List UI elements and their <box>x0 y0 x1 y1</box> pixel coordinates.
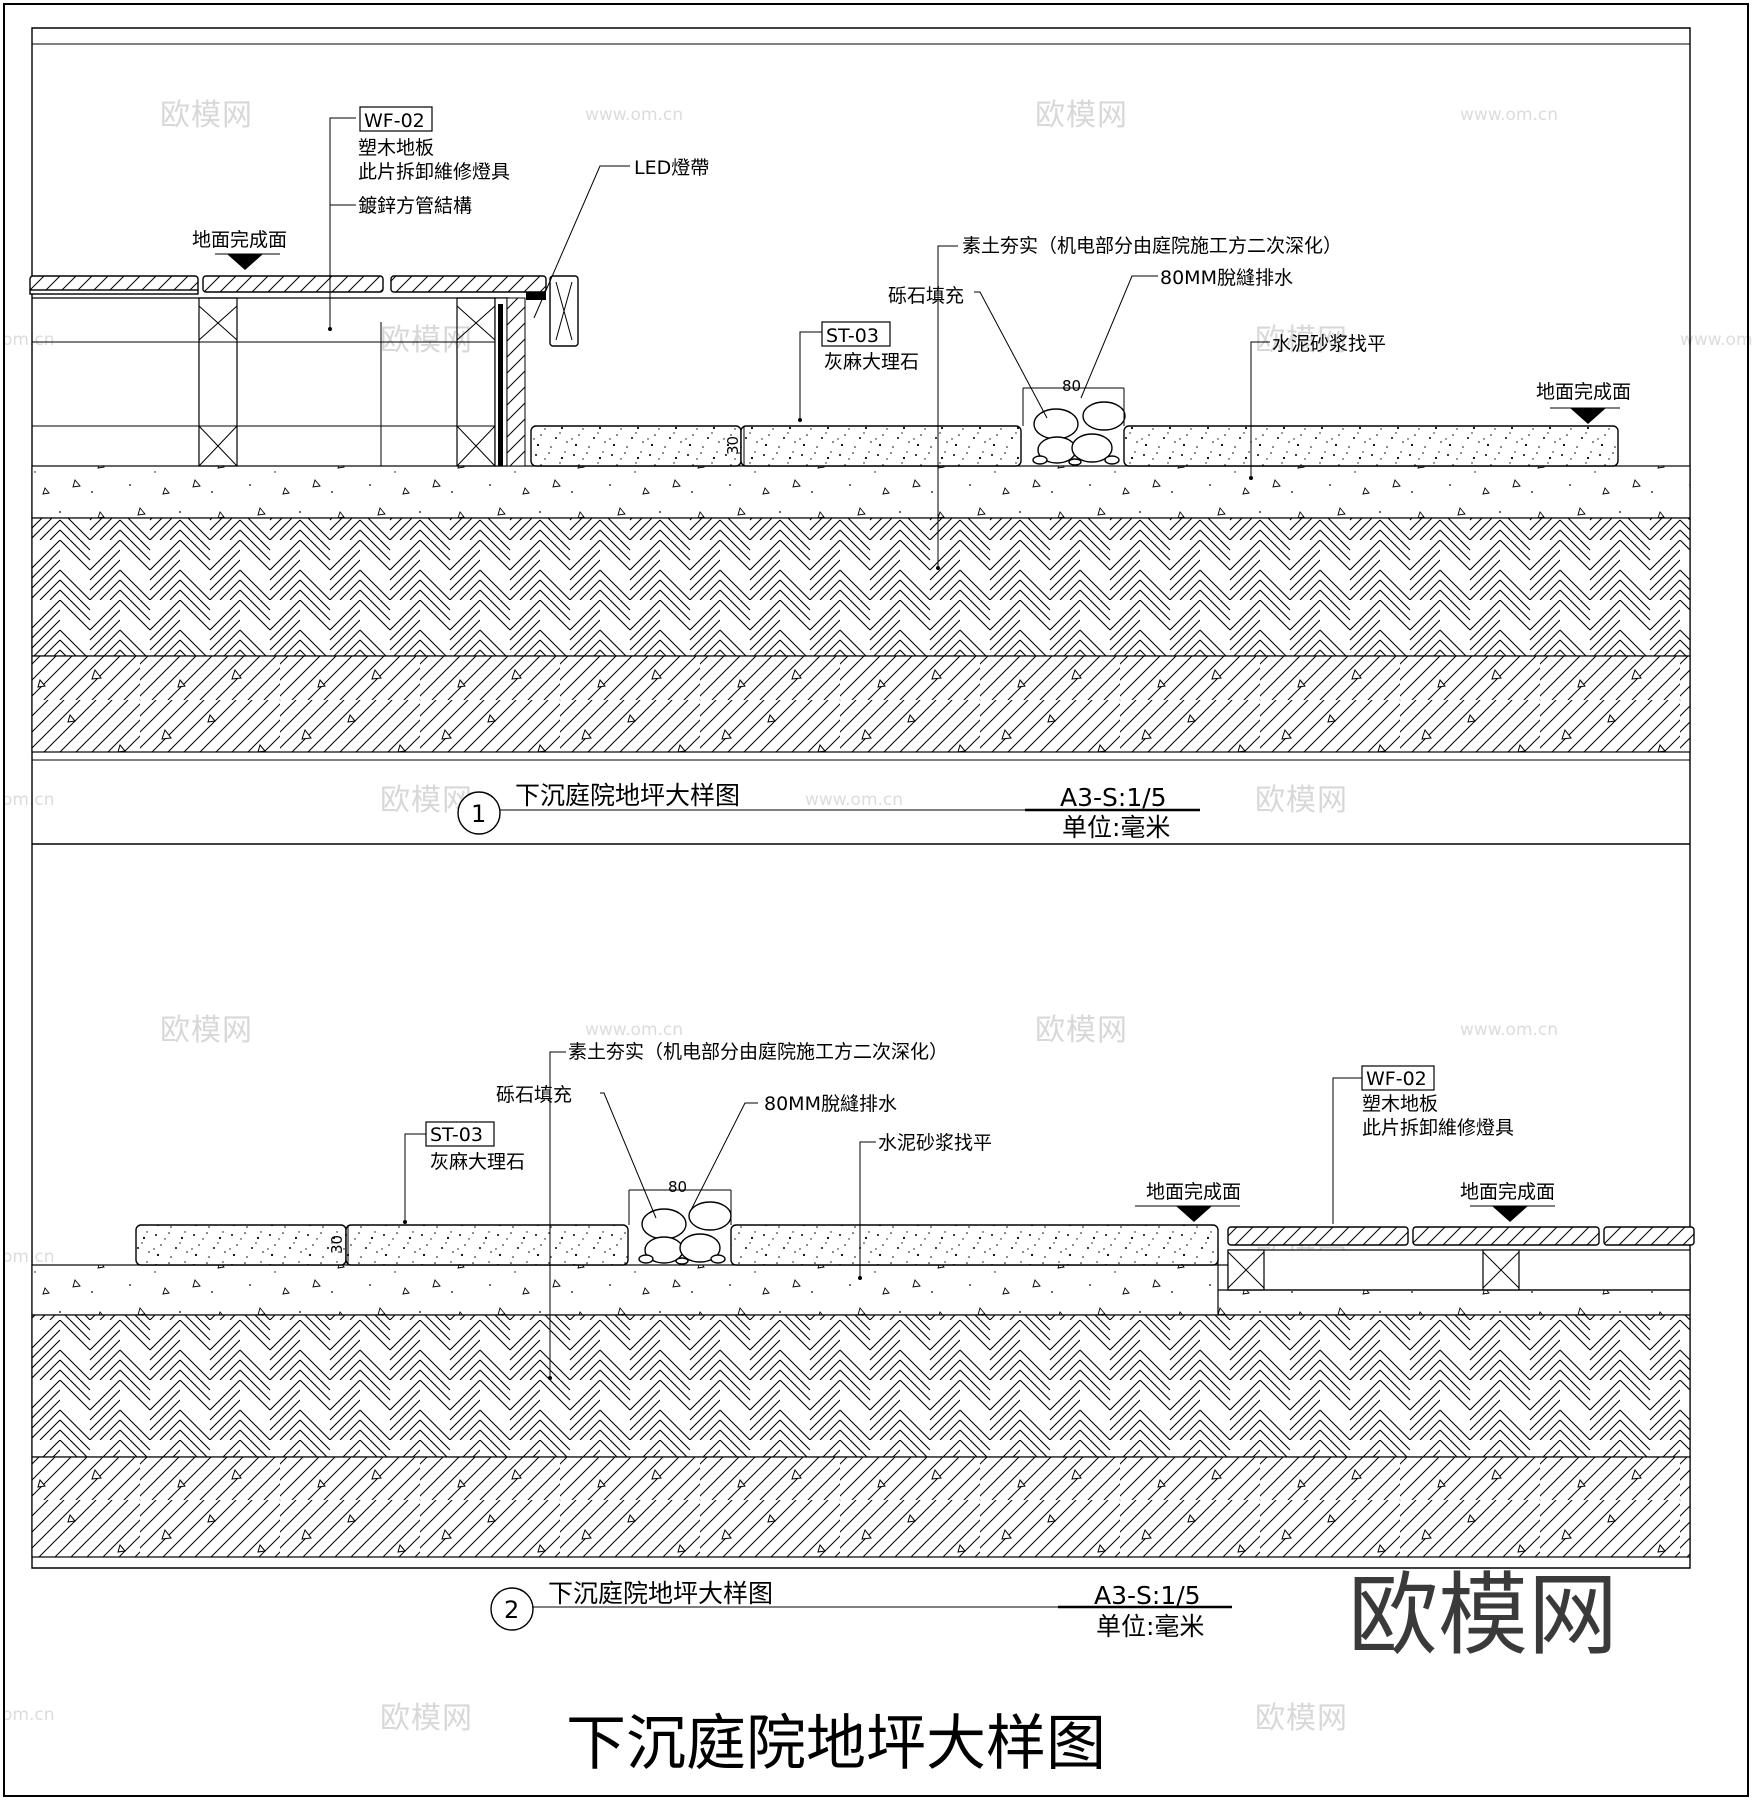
watermark-text: 欧模网 <box>1035 98 1128 133</box>
inner-frame <box>31 27 1691 1569</box>
wf-02-note: 此片拆卸維修燈具 <box>1362 1117 1514 1139</box>
soil-label: 素土夯实（机电部分由庭院施工方二次深化） <box>962 235 1342 257</box>
watermark-url: www.om.cn <box>585 105 683 125</box>
watermark-url: www.om.cn <box>1460 105 1558 125</box>
svg-text:80: 80 <box>668 1178 687 1196</box>
finish-level-marker: 地面完成面 <box>1135 1181 1241 1222</box>
wood-deck-structure <box>32 297 526 467</box>
watermark-text: 欧模网 <box>380 323 473 358</box>
led-strip-housing <box>526 275 579 347</box>
marble-slab <box>135 1224 347 1266</box>
st-03-tag-box <box>425 1121 495 1147</box>
finish-level-marker: 地面完成面 <box>1536 381 1631 424</box>
svg-text:地面完成面: 地面完成面 <box>1460 1181 1555 1203</box>
marble-slab <box>345 1224 629 1266</box>
marble-label: 灰麻大理石 <box>824 351 919 373</box>
sheet-title: 下沉庭院地坪大样图 <box>566 1709 1106 1779</box>
svg-text:地面完成面: 地面完成面 <box>1146 1181 1241 1203</box>
svg-text:地面完成面: 地面完成面 <box>1536 381 1631 403</box>
st-03-tag: ST-03 <box>826 325 879 347</box>
marble-slab <box>1123 425 1619 467</box>
wf-02-tag: WF-02 <box>364 110 425 132</box>
watermark-text: 欧模网 <box>1255 783 1348 818</box>
detail-caption: 下沉庭院地坪大样图 <box>515 781 740 810</box>
watermark-url: www.om.cn <box>1680 330 1752 350</box>
wf-02-tag-box <box>359 106 433 132</box>
svg-text:30: 30 <box>328 1235 346 1254</box>
leader-lines <box>404 1051 1362 1378</box>
watermark-url: om.cn <box>2 1705 55 1725</box>
watermark-url: om.cn <box>2 790 55 810</box>
watermark-url: om.cn <box>2 1247 55 1267</box>
wf-02-deck-boards <box>29 275 547 295</box>
detail-caption: 下沉庭院地坪大样图 <box>548 1579 773 1608</box>
watermark-url: om.cn <box>2 330 55 350</box>
scale-text: A3-S:1/5 <box>1060 783 1167 812</box>
compacted-soil <box>31 517 1691 657</box>
leader-dot <box>403 1220 862 1380</box>
wf-02-tag-box <box>1361 1065 1435 1091</box>
svg-text:地面完成面: 地面完成面 <box>192 229 287 251</box>
marble-slab <box>530 425 742 467</box>
watermark-text: 欧模网 <box>1255 323 1348 358</box>
finish-level-marker: 地面完成面 <box>192 229 287 270</box>
detail-2: 80 30 地面完成面 地面完成面 <box>31 1041 1695 1641</box>
leader-dot <box>328 327 1253 570</box>
unit-text: 单位:毫米 <box>1096 1612 1204 1641</box>
scale-text: A3-S:1/5 <box>1094 1581 1201 1610</box>
gravel-fill <box>638 1201 732 1265</box>
brand-logo: 欧模网 <box>1348 1563 1618 1668</box>
detail-number: 1 <box>471 800 486 828</box>
dimension-30: 30 <box>328 1225 349 1265</box>
watermark-text: 欧模网 <box>1035 1013 1128 1048</box>
marble-slab <box>730 1224 1219 1266</box>
led-strip-label: LED燈帶 <box>634 157 709 179</box>
gravel-label: 砾石填充 <box>496 1084 572 1106</box>
finish-level-marker: 地面完成面 <box>1460 1181 1555 1222</box>
steel-tube-label: 鍍鋅方管結構 <box>358 195 472 217</box>
mortar-bed <box>31 465 1691 519</box>
watermark-text: 欧模网 <box>160 1013 253 1048</box>
wf-02-label: 塑木地板 <box>1362 1093 1438 1115</box>
dimension-80: 80 <box>1022 377 1125 426</box>
wf-02-note: 此片拆卸維修燈具 <box>358 161 510 183</box>
dimension-30: 30 <box>724 426 745 466</box>
st-03-tag-box <box>821 321 891 347</box>
watermark-text: 欧模网 <box>380 1701 473 1736</box>
watermark-url: www.om.cn <box>805 790 903 810</box>
detail-number-circle <box>490 1587 534 1631</box>
marble-slab <box>740 425 1022 467</box>
compacted-soil <box>31 1314 1691 1458</box>
watermark-text: 欧模网 <box>160 98 253 133</box>
soil-label: 素土夯实（机电部分由庭院施工方二次深化） <box>568 1041 948 1063</box>
mortar-label: 水泥砂浆找平 <box>1272 333 1386 355</box>
detail-number-circle <box>457 791 501 835</box>
drain-label: 80MM脫縫排水 <box>764 1093 897 1115</box>
drain-label: 80MM脫縫排水 <box>1160 267 1293 289</box>
watermark-url: www.om.cn <box>585 1020 683 1040</box>
marble-label: 灰麻大理石 <box>430 1151 525 1173</box>
concrete-base <box>31 655 1691 753</box>
svg-text:30: 30 <box>724 436 742 455</box>
svg-text:80: 80 <box>1062 377 1081 395</box>
deck-subframe <box>1227 1249 1691 1291</box>
gravel-label: 砾石填充 <box>888 285 964 307</box>
mortar-label: 水泥砂浆找平 <box>878 1132 992 1154</box>
dimension-80: 80 <box>628 1178 732 1225</box>
wf-02-deck-boards <box>1227 1226 1695 1246</box>
watermark-text: 欧模网 <box>380 783 473 818</box>
wf-02-label: 塑木地板 <box>358 137 434 159</box>
wf-02-tag: WF-02 <box>1366 1068 1427 1090</box>
outer-frame <box>3 3 1749 1797</box>
st-03-tag: ST-03 <box>430 1124 483 1146</box>
concrete-base <box>31 1456 1691 1558</box>
watermark-text: 欧模网 <box>1255 1701 1348 1736</box>
unit-text: 单位:毫米 <box>1062 813 1170 842</box>
gravel-fill <box>1032 401 1126 466</box>
detail-number: 2 <box>504 1596 519 1624</box>
leader-lines <box>329 117 1270 568</box>
detail-1: 80 30 <box>29 106 1691 842</box>
watermark-url: www.om.cn <box>1460 1020 1558 1040</box>
